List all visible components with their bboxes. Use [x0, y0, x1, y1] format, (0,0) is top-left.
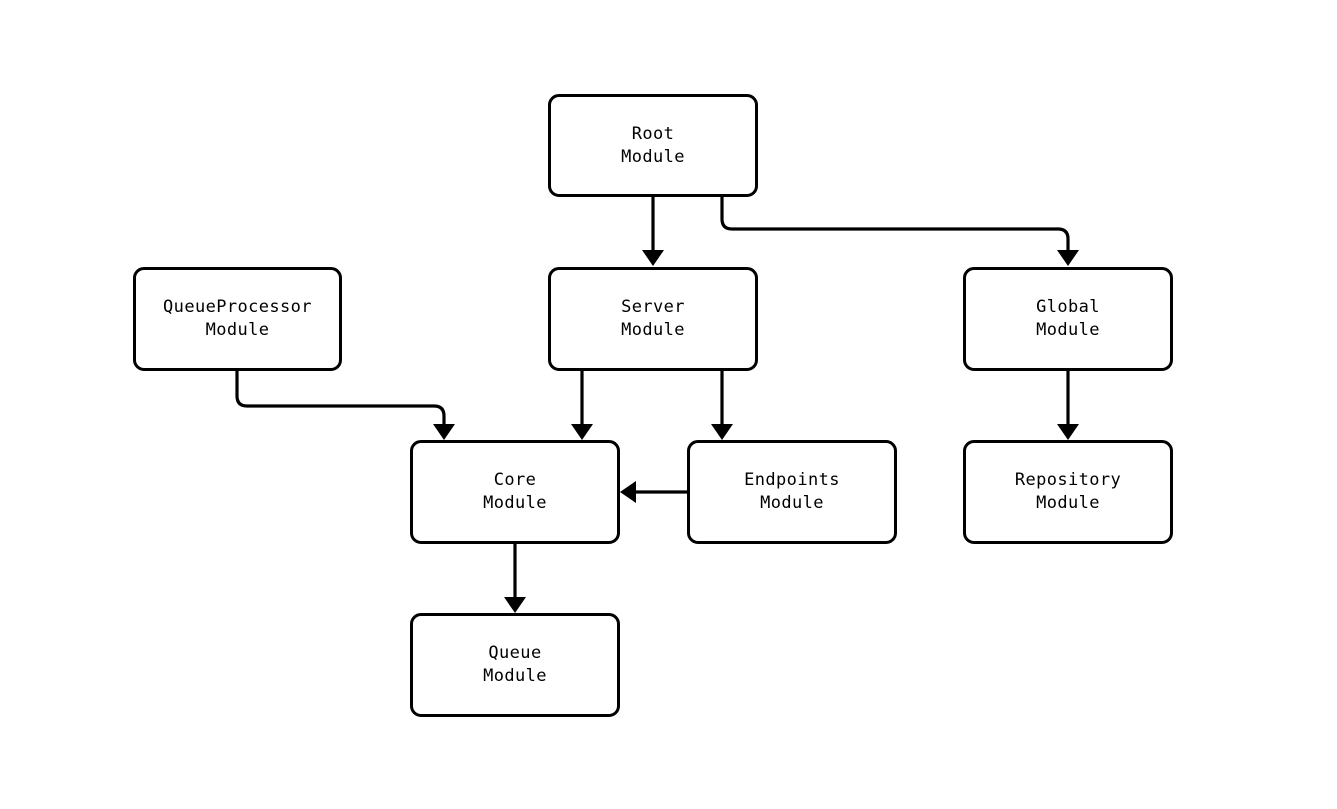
- node-root[interactable]: Root Module: [548, 94, 758, 197]
- node-core-line1: Core: [493, 470, 537, 490]
- edge-line: [720, 197, 1070, 250]
- arrowhead-icon: [620, 481, 636, 503]
- arrowhead-icon: [504, 597, 526, 613]
- node-global[interactable]: Global Module: [963, 267, 1173, 371]
- edge-root-server: [642, 197, 664, 266]
- node-repository-line1: Repository: [1014, 470, 1122, 490]
- node-server-line2: Module: [621, 320, 685, 340]
- edge-server-core: [571, 371, 593, 440]
- edge-server-endpoints: [711, 371, 733, 440]
- node-root-line1: Root: [631, 123, 675, 144]
- node-global-line1: Global: [1036, 297, 1100, 317]
- node-repository-line2: Module: [1036, 493, 1100, 513]
- node-server-line1: Server: [621, 297, 685, 317]
- edge-root-global: [720, 197, 1079, 266]
- arrowhead-icon: [1057, 250, 1079, 266]
- arrowhead-icon: [711, 424, 733, 440]
- node-queueprocessor-line1: QueueProcessor: [163, 297, 312, 317]
- node-endpoints-line1: Endpoints: [744, 470, 840, 490]
- node-queue[interactable]: Queue Module: [410, 613, 620, 717]
- arrowhead-icon: [433, 424, 455, 440]
- node-server[interactable]: Server Module: [548, 267, 758, 371]
- node-queue-line1: Queue: [488, 643, 542, 663]
- arrowhead-icon: [642, 250, 664, 266]
- arrowhead-icon: [571, 424, 593, 440]
- node-queueprocessor-line2: Module: [205, 320, 270, 340]
- edge-line: [235, 371, 446, 424]
- edge-core-queue: [504, 544, 526, 613]
- node-queue-line2: Module: [483, 666, 547, 686]
- edge-queueprocessor-core: [235, 371, 455, 440]
- node-endpoints-line2: Module: [760, 493, 824, 513]
- arrowhead-icon: [1057, 424, 1079, 440]
- node-repository[interactable]: Repository Module: [963, 440, 1173, 544]
- node-queueprocessor[interactable]: QueueProcessor Module: [133, 267, 342, 371]
- edge-endpoints-core: [620, 481, 687, 503]
- node-endpoints[interactable]: Endpoints Module: [687, 440, 897, 544]
- node-core-line2: Module: [483, 493, 547, 513]
- node-root-line2: Module: [621, 146, 685, 167]
- node-core[interactable]: Core Module: [410, 440, 620, 544]
- edge-global-repository: [1057, 371, 1079, 440]
- node-global-line2: Module: [1036, 320, 1100, 340]
